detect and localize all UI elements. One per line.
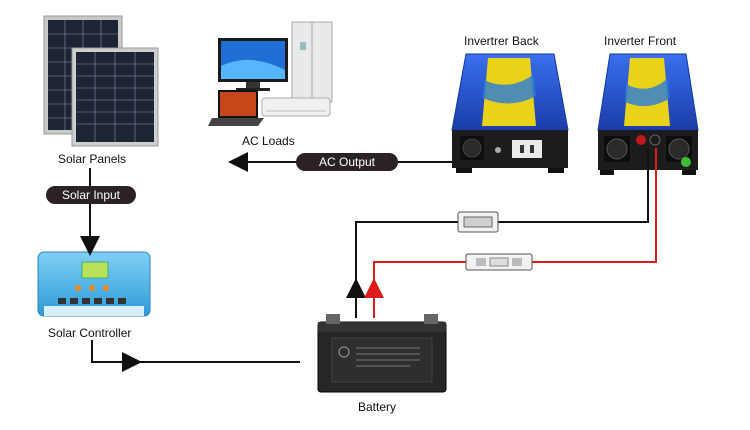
- wire-battery-positive: [364, 148, 657, 318]
- solar-panels-label: Solar Panels: [58, 152, 127, 166]
- ac-output-pill: AC Output: [296, 153, 398, 171]
- fuse-black: [457, 211, 499, 233]
- solar-input-pill: Solar Input: [46, 186, 136, 204]
- inverter-back-label: Invertrer Back: [464, 34, 539, 48]
- fuse-red: [465, 253, 533, 271]
- wire-controller-to-battery: [91, 340, 300, 372]
- ac-loads-image: [208, 21, 333, 126]
- solar-panels-image: [43, 15, 159, 147]
- battery-image: [317, 314, 447, 393]
- inverter-back-image: [451, 53, 569, 173]
- inverter-front-image: [597, 53, 699, 175]
- solar-controller-label: Solar Controller: [48, 326, 132, 340]
- solar-controller-image: [37, 251, 151, 317]
- battery-label: Battery: [358, 400, 397, 414]
- wire-battery-negative: [346, 148, 649, 318]
- ac-loads-label: AC Loads: [242, 134, 295, 148]
- inverter-front-label: Inverter Front: [604, 34, 677, 48]
